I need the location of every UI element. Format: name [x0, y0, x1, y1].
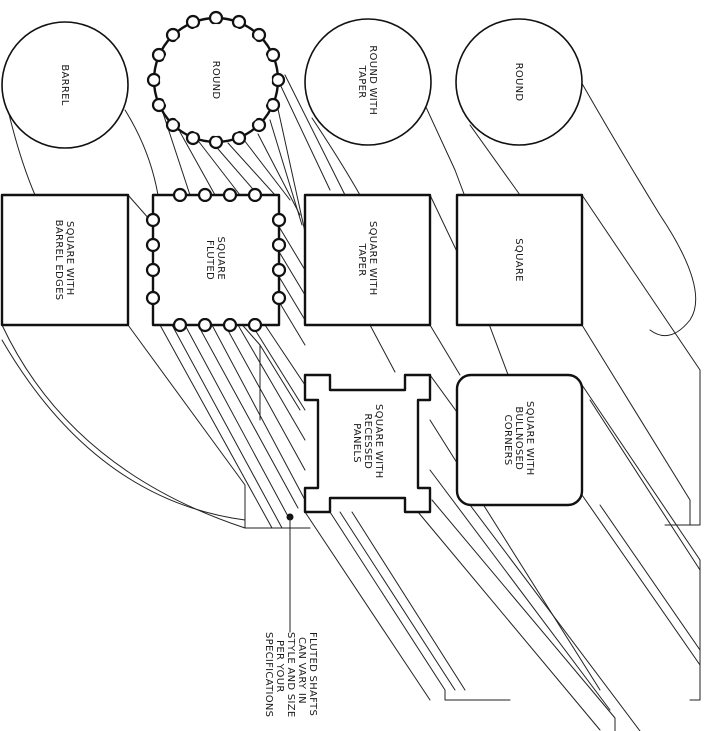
- face-recessed-panels: [303, 373, 432, 514]
- face-barrel: [1, 21, 129, 149]
- face-square-fluted: [145, 187, 287, 333]
- shaft-barrel: [7, 109, 159, 196]
- fluted-shafts-note: FLUTED SHAFTS CAN VARY IN STYLE AND SIZE…: [263, 632, 318, 721]
- label-barrel: BARREL: [59, 64, 70, 105]
- face-square: [455, 193, 584, 327]
- face-bullnosed-corners: [455, 373, 584, 507]
- label-round-fluted: ROUND: [210, 61, 221, 100]
- face-round: [455, 18, 583, 146]
- shaft-round-fluted: [161, 74, 346, 233]
- face-square-taper: [303, 193, 432, 327]
- label-round: ROUND: [513, 63, 524, 102]
- label-square-with-bullnosed-corners: SQUARE WITH BULLNOSED CORNERS: [502, 401, 535, 479]
- fluted-note-leader: [286, 513, 294, 633]
- label-round-with-taper: ROUND WITH TAPER: [356, 45, 378, 118]
- face-square-barrel-edges: [0, 193, 130, 327]
- label-square-fluted: SQUARE FLUTED: [204, 237, 226, 284]
- label-square-with-taper: SQUARE WITH TAPER: [356, 221, 378, 299]
- label-square-with-barrel-edges: SQUARE WITH BARREL EDGES: [53, 220, 75, 301]
- shaft-round: [469, 79, 697, 337]
- shaft-square: [581, 194, 701, 526]
- label-square-with-recessed-panels: SQUARE WITH RECESSED PANELS: [351, 404, 384, 482]
- label-square: SQUARE: [513, 238, 524, 281]
- shaft-bullnosed: [469, 384, 701, 731]
- face-round-fluted: [146, 10, 286, 150]
- shaft-square-fluted: [159, 224, 306, 529]
- face-round-taper: [304, 18, 432, 146]
